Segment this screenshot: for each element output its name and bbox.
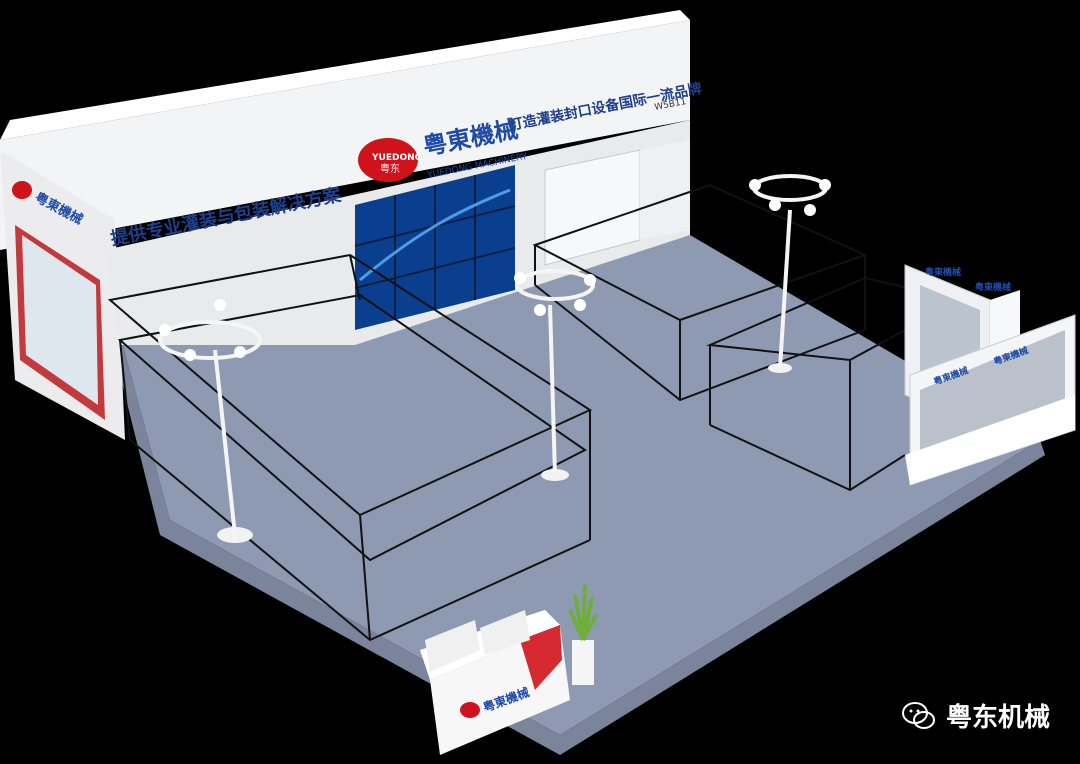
- display-cabinets: 粤東機械 粤東機械 粤東機械 粤東機械: [904, 264, 1076, 486]
- watermark: 粤东机械: [901, 697, 1050, 734]
- brand-logo: YUEDONG 粤东: [358, 138, 422, 182]
- svg-text:粤东: 粤东: [380, 162, 400, 175]
- watermark-text: 粤东机械: [945, 703, 1050, 733]
- reception-desk: 粤東機械: [420, 610, 570, 755]
- svg-text:粤東機械: 粤東機械: [925, 266, 961, 278]
- light-stand-3: [749, 174, 831, 373]
- light-stand-1: [158, 299, 262, 543]
- header-wall-front: [0, 20, 690, 250]
- floor: [120, 235, 1040, 735]
- plant: [568, 584, 598, 685]
- light-stand-2: [514, 269, 596, 481]
- svg-text:粤東機械: 粤東機械: [975, 281, 1011, 293]
- header-wall-top: [0, 10, 690, 140]
- wechat-icon: [901, 701, 935, 729]
- svg-text:YUEDONG: YUEDONG: [371, 153, 422, 163]
